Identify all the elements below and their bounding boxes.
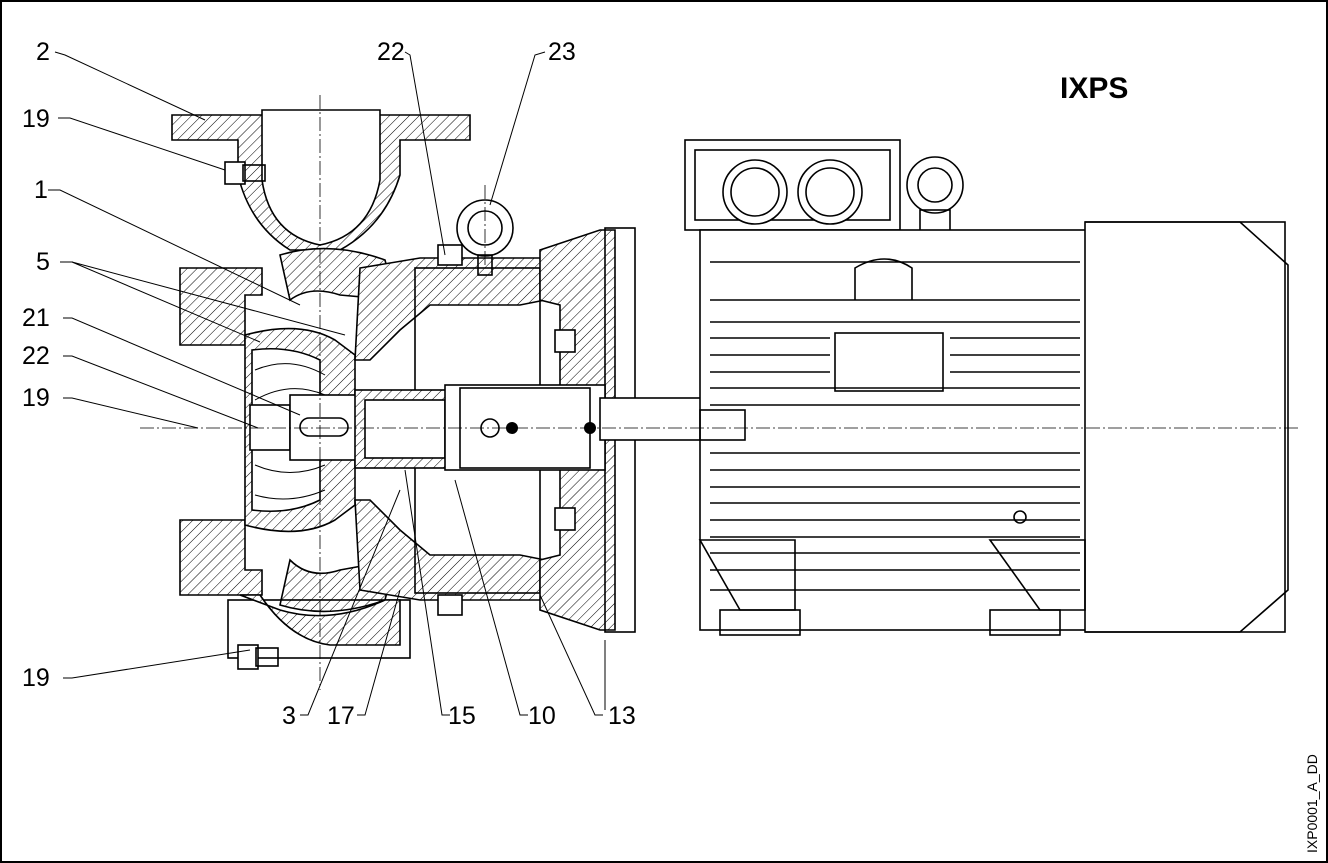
callout-5: 5: [36, 248, 50, 276]
callout-19-bottom: 19: [22, 664, 50, 692]
callout-22-left: 22: [22, 342, 50, 370]
callout-23: 23: [548, 38, 576, 66]
motor: [684, 139, 1289, 636]
callout-13: 13: [608, 702, 636, 730]
callout-10: 10: [528, 702, 556, 730]
callout-19-top: 19: [22, 105, 50, 133]
callout-19-mid: 19: [22, 384, 50, 412]
callout-22-top: 22: [377, 38, 405, 66]
callout-21: 21: [22, 304, 50, 332]
callout-1: 1: [34, 176, 48, 204]
title: IXPS: [1060, 72, 1128, 105]
drawing-code: IXP0001_A_DD: [1304, 754, 1320, 853]
callout-15: 15: [448, 702, 476, 730]
callout-17: 17: [327, 702, 355, 730]
shaft-assembly: [249, 384, 746, 471]
callout-2: 2: [36, 38, 50, 66]
callout-3: 3: [282, 702, 296, 730]
bolts: [224, 161, 576, 670]
leader-lines: [48, 51, 606, 716]
